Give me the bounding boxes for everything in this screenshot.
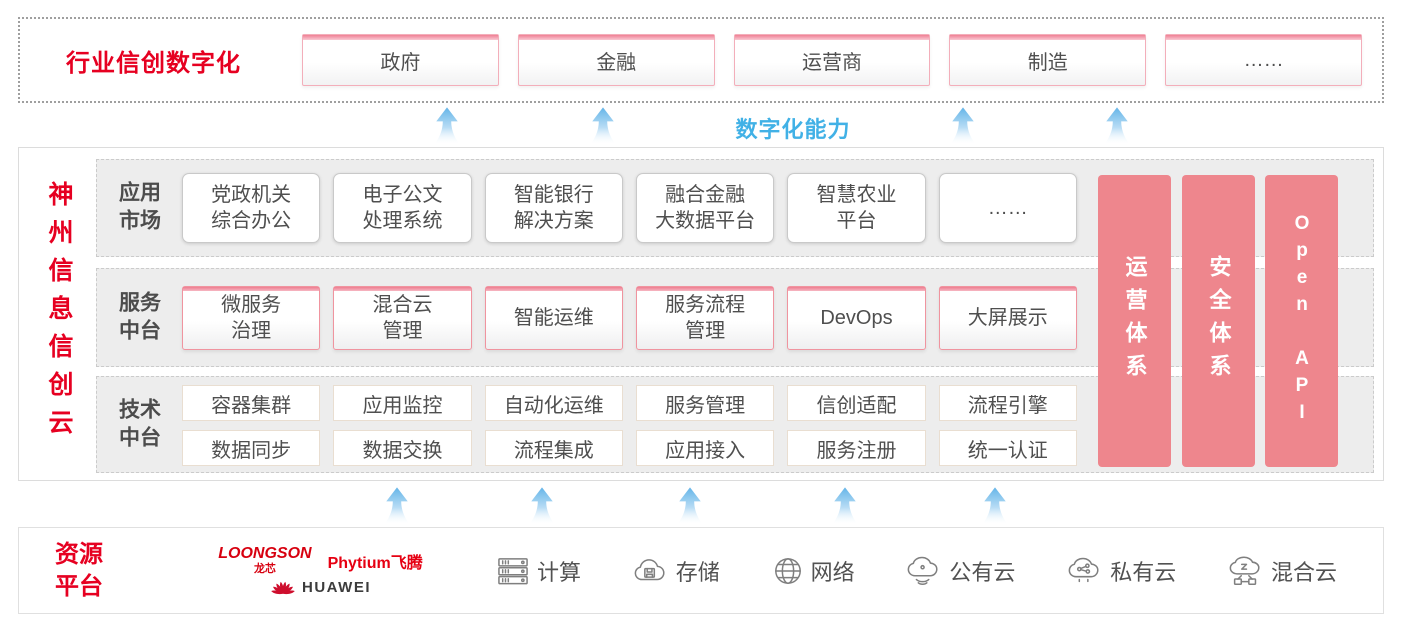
industry-box-telecom-operator: 运营商 (733, 34, 931, 86)
industry-box-government: 政府 (302, 34, 499, 86)
app-box-more: …… (938, 173, 1077, 243)
tech-box-xinchuang-adaptation: 信创适配 (787, 385, 926, 421)
row-label-application-market: 应用 市场 (119, 181, 161, 233)
loongson-wordmark: LOONGSON (218, 544, 312, 562)
tech-box-service-registry: 服务注册 (787, 430, 926, 466)
resource-item-label: 网络 (810, 559, 855, 585)
platform-main-box: 神州信息信创云 应用 市场 党政机关 综合办公 电子公文 处理系统 智能银行 解… (18, 147, 1384, 481)
tech-box-process-integration: 流程集成 (484, 430, 623, 466)
industry-box-more: …… (1165, 34, 1362, 86)
industry-box-manufacturing: 制造 (949, 34, 1147, 86)
industry-label: 政府 (380, 51, 421, 74)
network-icon (774, 557, 801, 584)
service-box-list: 微服务 治理 混合云 管理 智能运维 服务流程 管理 DevOps 大屏展示 (182, 285, 1077, 350)
pillar-open-api: Open API (1265, 175, 1338, 467)
up-arrow-icon (676, 487, 704, 525)
capability-label: 数字化能力 (735, 117, 851, 142)
resource-platform-label: 资源 平台 (55, 541, 103, 600)
industry-box-list: 政府 金融 运营商 制造 …… (302, 34, 1362, 86)
resource-item-public-cloud: 公有云 (906, 555, 1015, 587)
hybrid-cloud-icon (1229, 556, 1260, 585)
pillar-label: 安全体系 (1206, 255, 1232, 387)
resource-item-list: 计算 存储 (496, 555, 1337, 587)
up-arrow-icon (433, 107, 461, 145)
app-box-party-gov-office: 党政机关 综合办公 (182, 173, 321, 243)
panel-technical-platform: 技术 中台 容器集群 应用监控 自动化运维 服务管理 信创适配 流程引擎 数据同… (96, 376, 1374, 473)
resource-item-compute: 计算 (496, 555, 581, 587)
technical-box-row-top: 容器集群 应用监控 自动化运维 服务管理 信创适配 流程引擎 (182, 385, 1077, 421)
resource-item-private-cloud: 私有云 (1067, 555, 1176, 587)
industry-label: 金融 (596, 51, 637, 74)
pillar-security-system: 安全体系 (1182, 175, 1255, 467)
capability-arrow-zone: 数字化能力 (0, 103, 1402, 147)
resource-item-hybrid-cloud: 混合云 (1228, 555, 1337, 587)
huawei-wordmark: HUAWEI (302, 578, 371, 596)
tech-box-unified-auth: 统一认证 (938, 430, 1077, 466)
svc-box-microservice-governance: 微服务 治理 (182, 285, 321, 350)
app-box-smart-agriculture: 智慧农业 平台 (787, 173, 926, 243)
resource-item-storage: 存储 (633, 555, 720, 587)
resource-arrow-zone (0, 484, 1402, 526)
industry-label: …… (1243, 48, 1284, 71)
tech-box-service-mgmt: 服务管理 (635, 385, 775, 421)
industry-box-finance: 金融 (517, 34, 715, 86)
svc-box-hybrid-cloud-mgmt: 混合云 管理 (333, 285, 472, 350)
vendor-row-top: LOONGSON 龙芯 Phytium飞腾 (218, 544, 423, 575)
resource-item-label: 私有云 (1110, 559, 1177, 585)
app-box-e-document-system: 电子公文 处理系统 (333, 173, 472, 243)
resource-item-label: 公有云 (949, 559, 1016, 585)
svc-box-service-process-mgmt: 服务流程 管理 (635, 285, 775, 350)
up-arrow-icon (1103, 107, 1131, 145)
industry-banner: 行业信创数字化 政府 金融 运营商 制造 …… (18, 17, 1384, 103)
pillar-operation-system: 运营体系 (1098, 175, 1171, 467)
resource-platform-box: 资源 平台 LOONGSON 龙芯 Phytium飞腾 (18, 527, 1384, 614)
tech-box-data-exchange: 数据交换 (333, 430, 472, 466)
resource-item-label: 存储 (675, 559, 720, 585)
svc-box-devops: DevOps (787, 285, 926, 350)
tech-box-process-engine: 流程引擎 (938, 385, 1077, 421)
up-arrow-icon (528, 487, 556, 525)
private-cloud-icon (1068, 557, 1099, 584)
compute-icon (498, 557, 528, 584)
app-box-financial-bigdata: 融合金融 大数据平台 (635, 173, 775, 243)
phytium-logo: Phytium飞腾 (327, 554, 423, 572)
huawei-logo: HUAWEI (270, 579, 371, 596)
technical-box-grid: 容器集群 应用监控 自动化运维 服务管理 信创适配 流程引擎 数据同步 数据交换… (182, 385, 1077, 466)
loongson-chinese-name: 龙芯 (253, 562, 276, 575)
up-arrow-icon (589, 107, 617, 145)
app-box-smart-banking: 智能银行 解决方案 (484, 173, 623, 243)
svc-box-intelligent-ops: 智能运维 (484, 285, 623, 350)
resource-item-label: 混合云 (1270, 559, 1337, 585)
industry-label: 制造 (1027, 51, 1068, 74)
loongson-logo: LOONGSON 龙芯 (218, 544, 312, 575)
platform-side-title: 神州信息信创云 (45, 181, 73, 447)
industry-label: 运营商 (801, 51, 862, 74)
storage-icon (634, 558, 665, 580)
tech-box-automated-ops: 自动化运维 (484, 385, 623, 421)
public-cloud-icon (908, 556, 938, 585)
svc-box-big-screen: 大屏展示 (938, 285, 1077, 350)
tech-box-data-sync: 数据同步 (182, 430, 321, 466)
pillar-label: 运营体系 (1122, 255, 1148, 387)
vendor-logos: LOONGSON 龙芯 Phytium飞腾 (203, 544, 438, 596)
banner-title: 行业信创数字化 (66, 49, 241, 77)
tech-box-container-cluster: 容器集群 (182, 385, 321, 421)
up-arrow-icon (981, 487, 1009, 525)
resource-item-label: 计算 (537, 559, 582, 585)
application-box-list: 党政机关 综合办公 电子公文 处理系统 智能银行 解决方案 融合金融 大数据平台… (182, 173, 1077, 243)
row-label-service-platform: 服务 中台 (119, 291, 161, 343)
up-arrow-icon (383, 487, 411, 525)
tech-box-app-monitoring: 应用监控 (333, 385, 472, 421)
huawei-flower-icon (271, 581, 295, 594)
tech-box-app-access: 应用接入 (635, 430, 775, 466)
resource-item-network: 网络 (772, 555, 855, 587)
up-arrow-icon (831, 487, 859, 525)
pillar-label: Open API (1291, 213, 1313, 429)
technical-box-row-bottom: 数据同步 数据交换 流程集成 应用接入 服务注册 统一认证 (182, 430, 1077, 466)
row-label-technical-platform: 技术 中台 (119, 398, 161, 450)
up-arrow-icon (949, 107, 977, 145)
